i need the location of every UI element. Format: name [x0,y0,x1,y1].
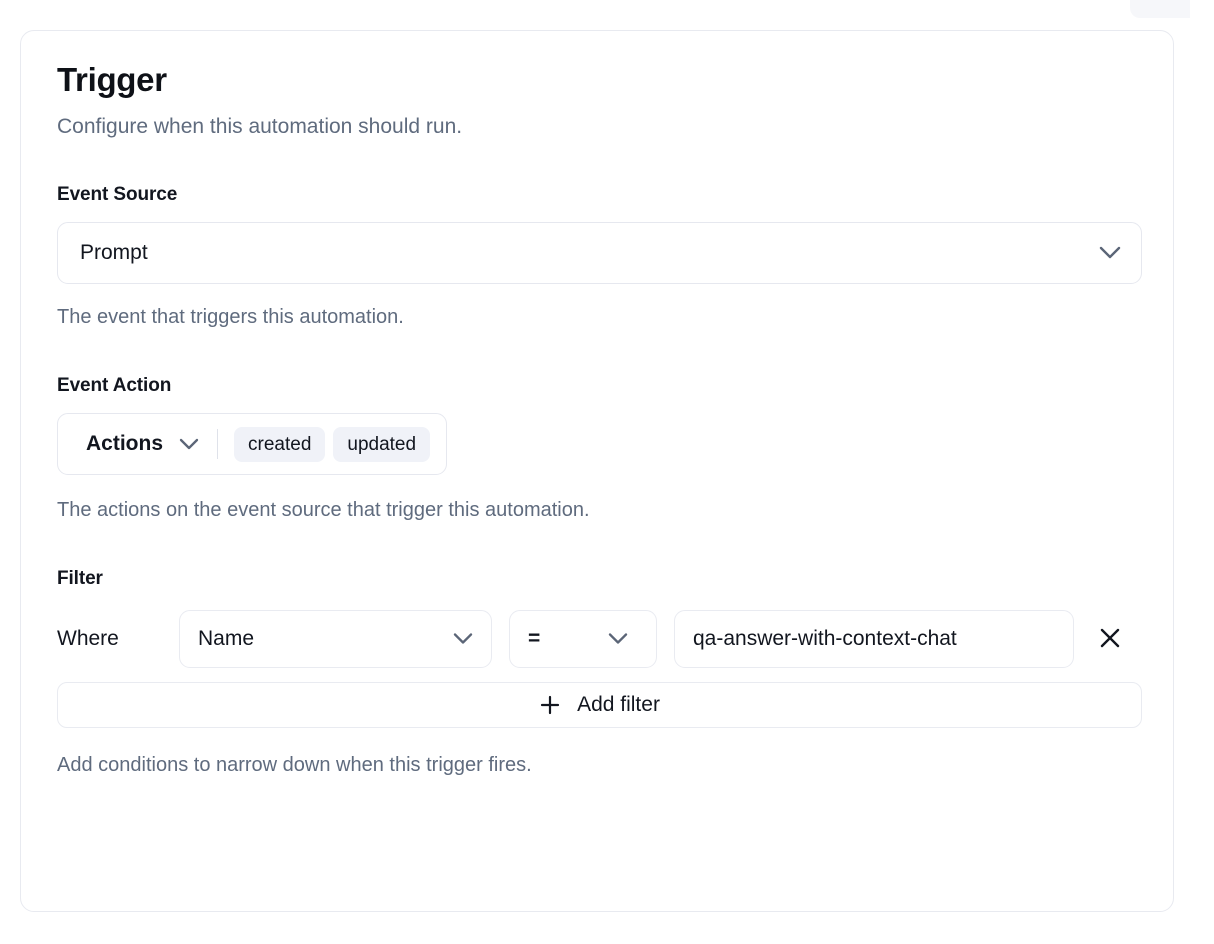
filter-value-input[interactable]: qa-answer-with-context-chat [674,610,1074,669]
page-subtitle: Configure when this automation should ru… [57,114,463,138]
close-icon [1098,626,1122,653]
event-action-badge-list: created updated [234,426,431,462]
add-filter-button[interactable]: Add filter [57,682,1142,729]
chevron-down-icon [179,438,199,451]
filter-helper-text: Add conditions to narrow down when this … [57,754,532,777]
page-title: Trigger [57,61,167,98]
event-action-dropdown[interactable]: Actions [86,432,199,456]
filter-section: Filter Where Name = [57,568,1142,778]
chevron-down-icon [1099,246,1121,260]
filter-label: Filter [57,568,103,590]
plus-icon [539,694,561,716]
filter-field-select[interactable]: Name [179,610,492,669]
filter-where-label: Where [57,627,119,651]
page-top-edge-artifact [1130,0,1190,18]
status-badge[interactable]: created [234,426,326,462]
filter-operator-value: = [528,627,541,651]
chevron-down-icon [453,633,473,646]
status-badge[interactable]: updated [333,426,431,462]
trigger-card: Trigger Configure when this automation s… [20,30,1174,912]
event-source-section: Event Source Prompt The event that trigg… [57,184,1142,330]
event-action-helper-text: The actions on the event source that tri… [57,499,590,522]
event-source-select[interactable]: Prompt [57,222,1142,285]
event-source-helper-text: The event that triggers this automation. [57,306,404,329]
filter-value-text: qa-answer-with-context-chat [693,627,957,651]
remove-filter-button[interactable] [1092,621,1128,657]
event-action-label: Event Action [57,375,172,397]
chevron-down-icon [608,633,628,646]
event-source-label: Event Source [57,184,178,206]
event-action-dropdown-label: Actions [86,432,164,456]
event-source-selected-value: Prompt [80,241,148,265]
filter-field-value: Name [198,627,255,651]
event-action-divider [217,429,219,460]
filter-operator-select[interactable]: = [509,610,657,669]
filter-row: Where Name = [57,610,1137,669]
event-action-control: Actions created updated [57,413,448,476]
add-filter-label: Add filter [577,693,660,717]
event-action-section: Event Action Actions created updated The [57,375,1137,523]
